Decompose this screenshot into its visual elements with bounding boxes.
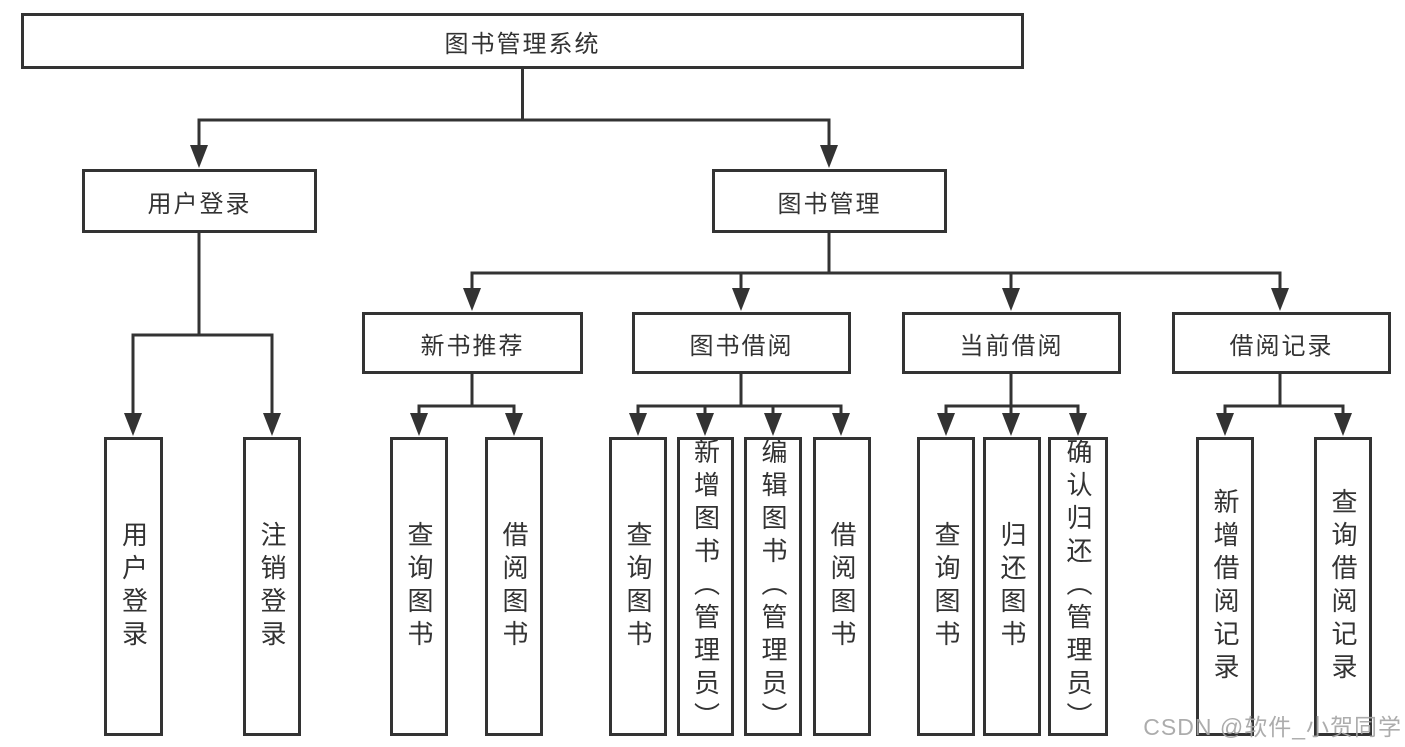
arrow-down-icon [263,413,281,436]
arrow-down-icon [410,413,428,436]
connector-line [944,374,1080,415]
node-book-management: 图书管理 [712,169,947,233]
leaf-logout: 注销登录 [243,437,301,736]
leaf-user-login: 用户登录 [104,437,163,736]
arrow-down-icon [1069,413,1087,436]
leaf-label: 确认归还（管理员） [1063,438,1093,735]
arrow-down-icon [732,288,750,311]
csdn-watermark: CSDN @软件_小贺同学 [1143,714,1402,740]
node-label: 图书管理系统 [444,30,601,58]
arrow-down-icon [463,288,481,311]
leaf-label: 借阅图书 [827,520,857,653]
node-user-login: 用户登录 [82,169,317,233]
arrow-down-icon [505,413,523,436]
arrow-down-icon [937,413,955,436]
arrow-down-icon [1271,288,1289,311]
leaf-label: 新增借阅记录 [1210,487,1240,686]
connector-line [197,69,831,146]
leaf-confirm-return-admin: 确认归还（管理员） [1048,437,1108,736]
connector-line [131,233,274,415]
leaf-query-books-current: 查询图书 [917,437,975,736]
node-label: 图书借阅 [689,332,794,360]
leaf-query-books-borrowing: 查询图书 [609,437,667,736]
leaf-label: 查询借阅记录 [1328,487,1358,686]
leaf-borrow-books-recommendation: 借阅图书 [485,437,543,736]
connector-line [417,374,516,415]
leaf-label: 查询图书 [404,520,434,653]
arrow-down-icon [1002,413,1020,436]
arrow-down-icon [1002,288,1020,311]
node-label: 新书推荐 [420,332,525,360]
leaf-label: 归还图书 [997,520,1027,653]
node-label: 当前借阅 [959,332,1064,360]
leaf-label: 借阅图书 [499,520,529,653]
connector-line [1223,374,1345,415]
leaf-label: 编辑图书（管理员） [758,438,788,735]
leaf-label: 查询图书 [931,520,961,653]
arrow-down-icon [124,413,142,436]
leaf-add-books-admin: 新增图书（管理员） [677,437,734,736]
connector-line [470,233,1282,290]
arrow-down-icon [696,413,714,436]
arrow-down-icon [190,145,208,168]
node-library-management-system: 图书管理系统 [21,13,1024,69]
leaf-query-borrow-record: 查询借阅记录 [1314,437,1372,736]
leaf-label: 新增图书（管理员） [690,438,721,735]
leaf-add-borrow-record: 新增借阅记录 [1196,437,1254,736]
node-book-borrowing: 图书借阅 [632,312,851,374]
connector-lines [131,69,1345,415]
leaf-return-books: 归还图书 [983,437,1041,736]
node-borrowing-records: 借阅记录 [1172,312,1391,374]
arrow-down-icon [629,413,647,436]
node-new-book-recommendation: 新书推荐 [362,312,583,374]
arrow-down-icon [820,145,838,168]
leaf-edit-books-admin: 编辑图书（管理员） [744,437,802,736]
connector-line [636,374,843,415]
node-current-borrowing: 当前借阅 [902,312,1121,374]
leaf-borrow-books-borrowing: 借阅图书 [813,437,871,736]
leaf-label: 查询图书 [623,520,653,653]
arrow-down-icon [1334,413,1352,436]
leaf-query-books-recommendation: 查询图书 [390,437,448,736]
node-label: 用户登录 [147,190,252,218]
arrowheads [124,145,1352,436]
node-label: 图书管理 [777,190,882,218]
node-label: 借阅记录 [1229,332,1334,360]
leaf-label: 用户登录 [118,520,149,653]
arrow-down-icon [832,413,850,436]
arrow-down-icon [1216,413,1234,436]
arrow-down-icon [764,413,782,436]
leaf-label: 注销登录 [257,520,287,653]
